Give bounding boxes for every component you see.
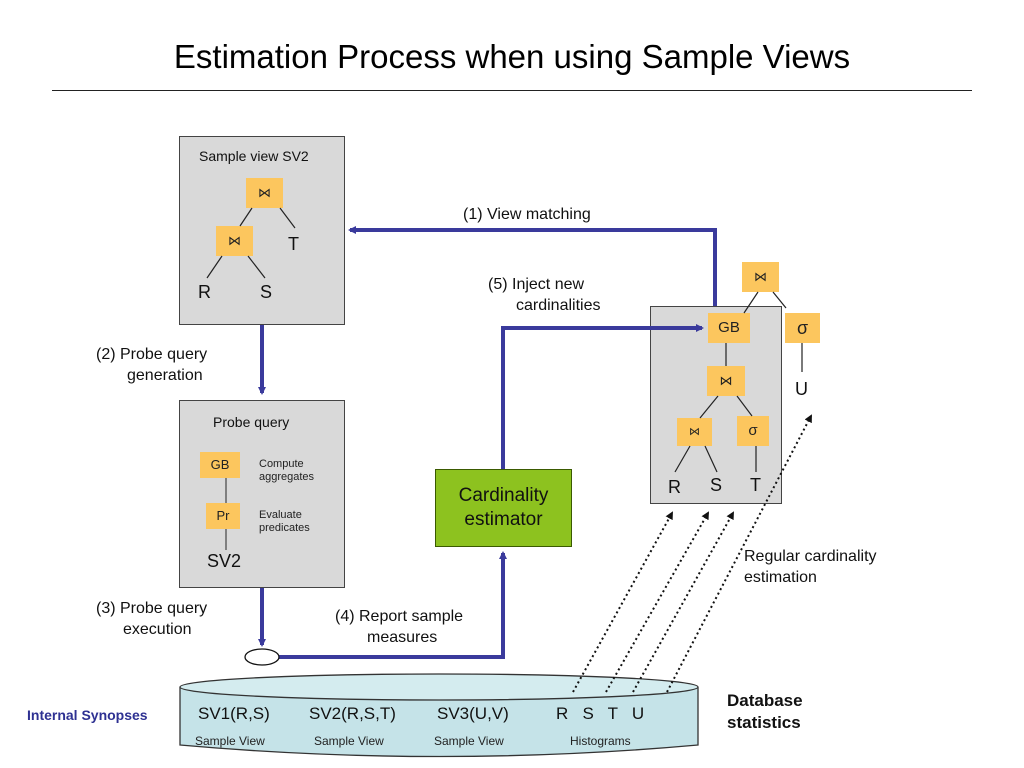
synopsis-sv2-kind: Sample View (314, 734, 384, 748)
compute-aggregates-label: Compute aggregates (259, 458, 314, 484)
database-statistics-label: Database statistics (727, 690, 803, 734)
compute-line1: Compute (259, 458, 304, 470)
step3-line1: (3) Probe query (96, 600, 208, 617)
probe-query-title: Probe query (213, 414, 290, 430)
slide-title: Estimation Process when using Sample Vie… (173, 38, 851, 75)
evaluate-line2: predicates (259, 522, 310, 534)
dbstats-line1: Database (727, 691, 803, 710)
step2-line2: generation (127, 367, 203, 384)
step3-label: (3) Probe query execution (96, 598, 207, 640)
compute-line2: aggregates (259, 471, 315, 483)
step4-label: (4) Report sample measures (335, 606, 463, 648)
evaluate-predicates-label: Evaluate predicates (259, 509, 310, 535)
cardinality-estimator: Cardinality estimator (435, 469, 572, 547)
leaf-s: S (260, 282, 273, 302)
evaluate-line1: Evaluate (259, 509, 302, 521)
leaf-t: T (288, 234, 299, 254)
probe-source-sv2: SV2 (207, 551, 242, 571)
title-divider (52, 90, 972, 91)
step3-line2: execution (123, 621, 192, 638)
sample-view-panel (179, 136, 345, 325)
step5-line2: cardinalities (516, 297, 601, 314)
synopsis-sv1: SV1(R,S) (198, 704, 270, 723)
dotted-arrow-t (632, 511, 734, 693)
sample-view-title: Sample view SV2 (199, 148, 309, 164)
arrow-report-measures (278, 551, 507, 659)
step5-line1: (5) Inject new (488, 276, 585, 293)
step5-label: (5) Inject new cardinalities (488, 274, 600, 316)
leaf-r: R (198, 282, 211, 302)
query-plan-edges (674, 291, 803, 473)
join-operator-top: ⋈ (246, 178, 283, 208)
estimator-line1: Cardinality (458, 485, 549, 506)
synopsis-sv1-kind: Sample View (195, 734, 265, 748)
plan-top-join: ⋈ (742, 262, 779, 292)
plan-mid-join: ⋈ (707, 366, 745, 396)
estimator-line2: estimator (464, 509, 543, 530)
plan-leaf-s: S (710, 475, 723, 495)
plan-leaf-r: R (668, 477, 681, 497)
plan-gb-operator: GB (708, 313, 750, 343)
step4-line1: (4) Report sample (335, 608, 464, 625)
regular-estimation-label: Regular cardinality estimation (744, 546, 877, 588)
dbstats-line2: statistics (727, 713, 801, 732)
histograms-kind: Histograms (570, 734, 631, 748)
plan-leaf-t: T (750, 475, 761, 495)
probe-query-panel (179, 400, 345, 588)
dotted-arrow-u (666, 414, 812, 693)
dotted-arrow-r (572, 511, 673, 693)
step2-label: (2) Probe query generation (96, 344, 207, 386)
step2-line1: (2) Probe query (96, 346, 208, 363)
pr-operator: Pr (206, 503, 240, 529)
histogram-names: R S T U (556, 704, 645, 723)
gb-operator: GB (200, 452, 240, 478)
join-operator-lower: ⋈ (216, 226, 253, 256)
dotted-arrow-s (605, 511, 709, 693)
execution-node (244, 648, 280, 666)
step1-view-matching: (1) View matching (463, 206, 591, 223)
arrow-view-matching (348, 226, 717, 306)
regular-line2: estimation (744, 569, 817, 586)
plan-low-join: ⋈ (677, 418, 712, 446)
plan-sigma-u: σ (785, 313, 820, 343)
regular-line1: Regular cardinality (744, 548, 877, 565)
step4-line2: measures (367, 629, 438, 646)
plan-leaf-u: U (795, 379, 808, 399)
arrow-inject-cardinalities (501, 324, 704, 469)
synopsis-sv3: SV3(U,V) (437, 704, 509, 723)
synopses-cylinder (179, 673, 699, 758)
synopsis-sv3-kind: Sample View (434, 734, 504, 748)
internal-synopses-label: Internal Synopses (27, 707, 148, 723)
synopsis-sv2: SV2(R,S,T) (309, 704, 396, 723)
sample-view-tree-edges (206, 207, 296, 279)
plan-sigma-t: σ (737, 416, 769, 446)
